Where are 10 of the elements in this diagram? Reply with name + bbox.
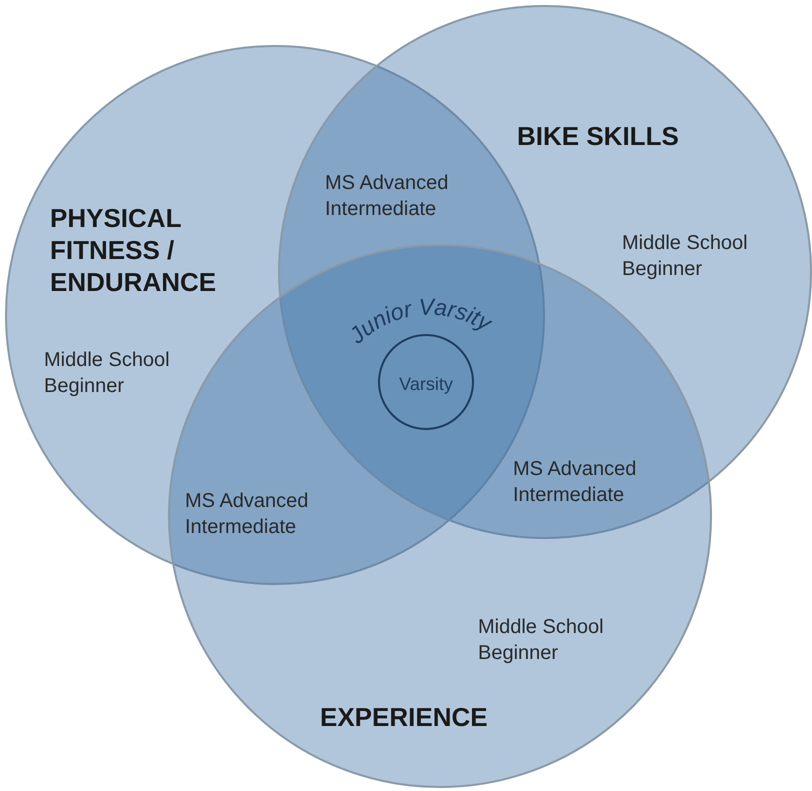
level-label: Middle School Beginner — [44, 348, 171, 399]
level-label: MS Advanced Intermediate — [513, 457, 638, 508]
level-label: Varsity — [398, 373, 454, 395]
category-heading: BIKE SKILLS — [517, 120, 680, 152]
level-label: Middle School Beginner — [622, 231, 749, 282]
level-label: MS Advanced Intermediate — [325, 171, 450, 222]
category-heading: EXPERIENCE — [320, 701, 489, 733]
level-label: Middle School Beginner — [478, 615, 605, 666]
level-label: MS Advanced Intermediate — [185, 489, 310, 540]
category-heading: PHYSICAL FITNESS / ENDURANCE — [50, 202, 218, 298]
